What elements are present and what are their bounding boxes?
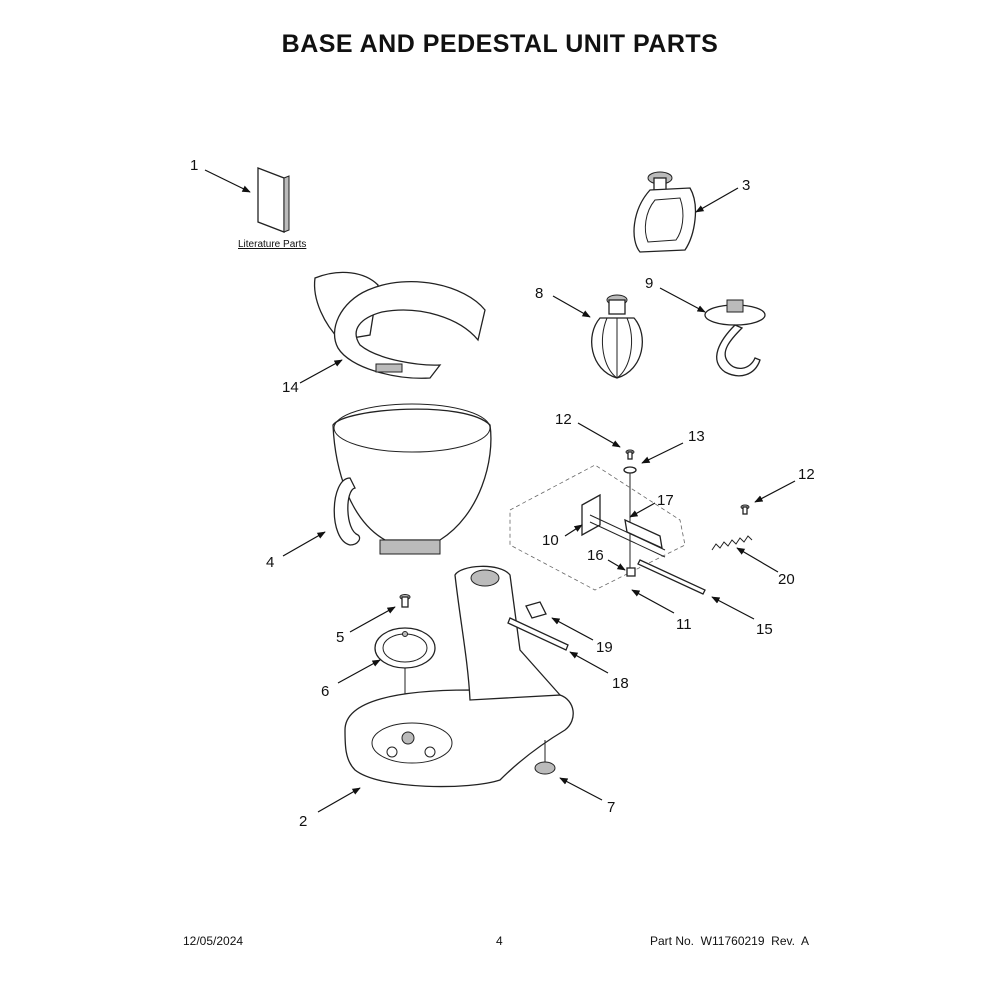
- hinge-cover-part-19: [525, 601, 547, 619]
- callout-3: 3: [742, 177, 750, 194]
- callout-7: 7: [607, 799, 615, 816]
- pedestal-base-part-2: [344, 565, 574, 788]
- callout-11: 11: [676, 616, 692, 633]
- callout-18: 18: [612, 675, 629, 692]
- callout-9: 9: [645, 275, 653, 292]
- wire-whip-part-8: [591, 294, 643, 379]
- foot-part-7: [534, 740, 556, 775]
- hinge-rod-part-15: [637, 559, 706, 595]
- callout-13: 13: [688, 428, 705, 445]
- callout-10: 10: [542, 532, 559, 549]
- hinge-pin-part-18: [507, 617, 569, 651]
- callout-8: 8: [535, 285, 543, 302]
- callout-14: 14: [282, 379, 299, 396]
- callout-1: 1: [190, 157, 198, 174]
- callout-6: 6: [321, 683, 329, 700]
- callout-5: 5: [336, 629, 344, 646]
- callout-16: 16: [587, 547, 604, 564]
- pouring-shield-part-14: [313, 271, 486, 379]
- callout-12-upper: 12: [555, 411, 572, 428]
- literature-booklet-part-1: Literature Parts: [238, 167, 306, 250]
- page-title: BASE AND PEDESTAL UNIT PARTS: [281, 30, 719, 58]
- hinge-bracket-part-17: [624, 518, 663, 550]
- callout-arrows: [204, 169, 796, 813]
- footer-part-number: Part No. W11760219 Rev. A: [650, 934, 809, 948]
- literature-parts-label: Literature Parts: [238, 239, 306, 250]
- callout-2: 2: [299, 813, 307, 830]
- callout-4: 4: [266, 554, 274, 571]
- callout-17: 17: [657, 492, 674, 509]
- callout-19: 19: [596, 639, 613, 656]
- screw-part-5: [399, 594, 411, 608]
- callout-12-right: 12: [798, 466, 815, 483]
- callout-labels: 1 3 8 9 14 4 12 13 12 17 10 16 20 11 15 …: [190, 157, 815, 830]
- mixing-bowl-part-4: [332, 403, 492, 555]
- spring-part-20: [711, 535, 753, 551]
- footer-date: 12/05/2024: [183, 934, 244, 948]
- screw-part-12-upper: [625, 449, 635, 460]
- footer-page-number: 4: [496, 934, 503, 948]
- dough-hook-part-9: [704, 299, 766, 377]
- callout-15: 15: [756, 621, 773, 638]
- callout-20: 20: [778, 571, 795, 588]
- pin-part-16: [626, 567, 636, 577]
- screw-part-12-right: [740, 504, 750, 515]
- flat-beater-part-3: [633, 171, 697, 253]
